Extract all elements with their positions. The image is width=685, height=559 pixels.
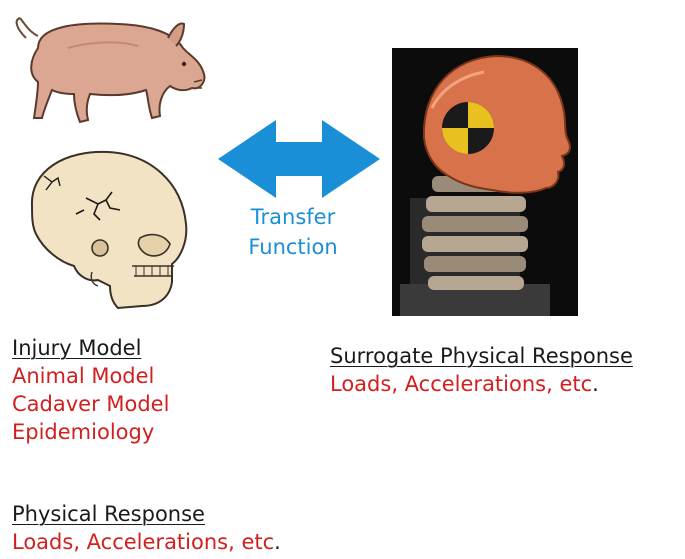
- surrogate-response-block: Surrogate Physical Response Loads, Accel…: [330, 342, 633, 398]
- fractured-skull-illustration: [22, 146, 192, 314]
- injury-model-item-cadaver: Cadaver Model: [12, 390, 169, 418]
- pig-illustration: [8, 8, 208, 128]
- injury-model-block: Injury Model Animal Model Cadaver Model …: [12, 334, 169, 446]
- surrogate-response-body: Loads, Accelerations, etc.: [330, 370, 633, 398]
- crash-test-dummy-head-photo: [392, 48, 578, 316]
- physical-response-heading: Physical Response: [12, 500, 281, 528]
- transfer-line2: Function: [238, 232, 348, 262]
- injury-model-heading: Injury Model: [12, 334, 169, 362]
- surrogate-response-text: Loads, Accelerations, etc: [330, 372, 592, 396]
- transfer-function-label: Transfer Function: [238, 202, 348, 262]
- transfer-line1: Transfer: [238, 202, 348, 232]
- surrogate-response-period: .: [592, 372, 599, 396]
- physical-response-text: Loads, Accelerations, etc: [12, 530, 274, 554]
- physical-response-body: Loads, Accelerations, etc.: [12, 528, 281, 556]
- double-arrow: [218, 118, 380, 200]
- physical-response-period: .: [274, 530, 281, 554]
- injury-model-item-epidemiology: Epidemiology: [12, 418, 169, 446]
- physical-response-block: Physical Response Loads, Accelerations, …: [12, 500, 281, 556]
- injury-model-item-animal: Animal Model: [12, 362, 169, 390]
- surrogate-response-heading: Surrogate Physical Response: [330, 342, 633, 370]
